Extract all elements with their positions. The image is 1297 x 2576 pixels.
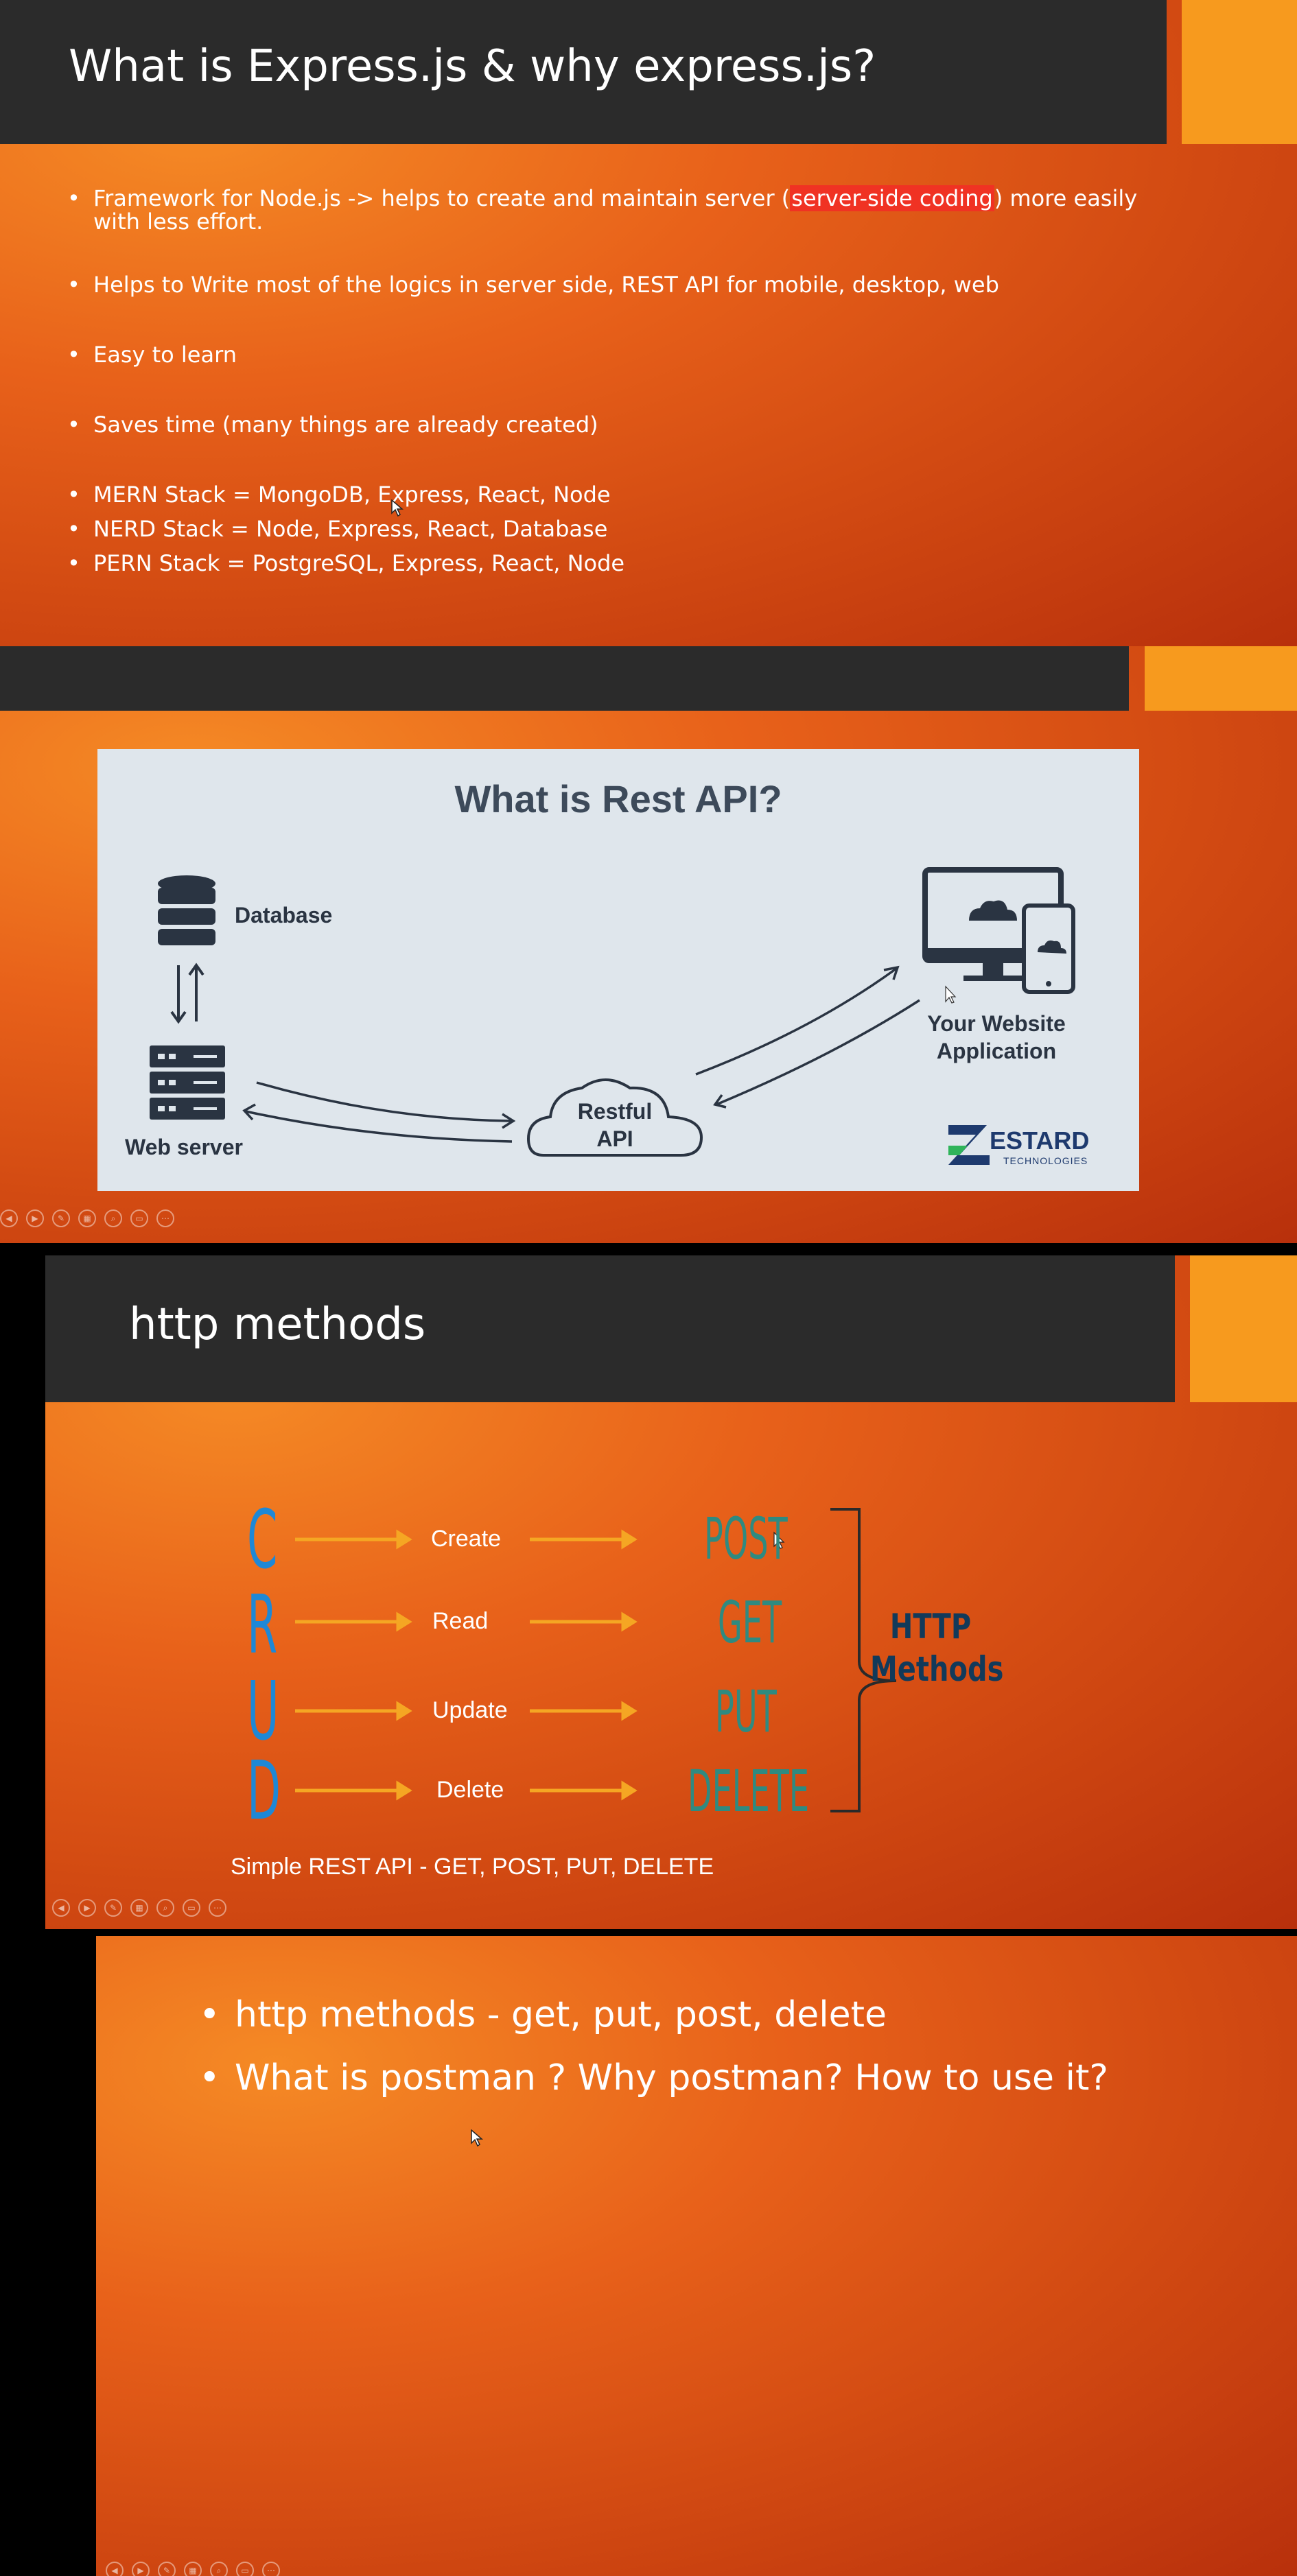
crud-word-update: Update <box>432 1697 508 1723</box>
web-server-icon <box>150 1045 225 1120</box>
bullet-item: MERN Stack = MongoDB, Express, React, No… <box>67 483 1165 506</box>
pen-icon[interactable]: ✎ <box>52 1209 70 1227</box>
restful-api-label: Restful API <box>577 1099 653 1151</box>
http-method-post: POST <box>704 1505 788 1572</box>
slide-header-bar <box>0 646 1129 711</box>
crud-word-read: Read <box>432 1608 489 1634</box>
next-icon[interactable]: ▶ <box>132 2562 150 2576</box>
zoom-icon[interactable]: ⌕ <box>156 1899 174 1917</box>
slide-header-bar <box>0 0 1167 144</box>
restful-cloud-icon <box>526 1078 703 1157</box>
slides-icon[interactable]: ▦ <box>184 2562 202 2576</box>
presentation-toolbar: ◀ ▶ ✎ ▦ ⌕ ▭ ⋯ <box>106 2562 280 2576</box>
slide-header-bar <box>45 1255 1175 1402</box>
bullet-item: Framework for Node.js -> helps to create… <box>67 185 1165 233</box>
bullet-item: Easy to learn <box>67 343 1165 366</box>
subtitles-icon[interactable]: ▭ <box>183 1899 200 1917</box>
more-icon[interactable]: ⋯ <box>262 2562 280 2576</box>
mouse-cursor-icon <box>773 1531 785 1549</box>
zestard-logo-subtext: TECHNOLOGIES <box>1003 1155 1088 1166</box>
bullet-item: Helps to Write most of the logics in ser… <box>67 273 1165 296</box>
bullet-item: PERN Stack = PostgreSQL, Express, React,… <box>67 552 1165 575</box>
db-server-arrows-icon <box>170 962 205 1024</box>
presentation-toolbar: ◀ ▶ ✎ ▦ ⌕ ▭ ⋯ <box>0 1209 174 1227</box>
bullet-item: Saves time (many things are already crea… <box>67 413 1165 436</box>
zoom-icon[interactable]: ⌕ <box>104 1209 122 1227</box>
bullet-item: What is postman ? Why postman? How to us… <box>199 2055 1228 2101</box>
slides-icon[interactable]: ▦ <box>130 1899 148 1917</box>
more-icon[interactable]: ⋯ <box>156 1209 174 1227</box>
server-cloud-arrows-icon <box>242 1081 516 1143</box>
crud-letter-r: R <box>247 1577 278 1672</box>
mouse-cursor-icon <box>391 499 404 517</box>
slide-postman: http methods - get, put, post, delete Wh… <box>96 1936 1297 2576</box>
zestard-logo-icon <box>948 1125 990 1165</box>
rest-api-diagram: What is Rest API? <box>97 749 1139 1191</box>
prev-icon[interactable]: ◀ <box>52 1899 70 1917</box>
more-icon[interactable]: ⋯ <box>209 1899 226 1917</box>
subtitles-icon[interactable]: ▭ <box>236 2562 254 2576</box>
crud-letter-d: D <box>247 1743 281 1838</box>
methods-bracket-icon <box>830 1508 897 1812</box>
diagram-title: What is Rest API? <box>454 777 782 820</box>
slides-icon[interactable]: ▦ <box>78 1209 96 1227</box>
presentation-toolbar: ◀ ▶ ✎ ▦ ⌕ ▭ ⋯ <box>52 1899 226 1917</box>
next-icon[interactable]: ▶ <box>78 1899 96 1917</box>
crud-arrows-graphic <box>295 1508 897 1812</box>
pen-icon[interactable]: ✎ <box>104 1899 122 1917</box>
subtitles-icon[interactable]: ▭ <box>130 1209 148 1227</box>
slide-express: What is Express.js & why express.js? Fra… <box>0 0 1297 646</box>
crud-word-create: Create <box>431 1526 502 1552</box>
slide-title: http methods <box>129 1299 426 1350</box>
bullet-list: Framework for Node.js -> helps to create… <box>67 185 1165 575</box>
slide-title: What is Express.js & why express.js? <box>69 41 876 92</box>
pen-icon[interactable]: ✎ <box>158 2562 176 2576</box>
slide-accent-box <box>1182 0 1297 144</box>
bullet-list: http methods - get, put, post, delete Wh… <box>199 1992 1228 2101</box>
crud-letter-u: U <box>247 1664 279 1758</box>
http-methods-label: HTTP Methods <box>870 1607 1004 1689</box>
next-icon[interactable]: ▶ <box>26 1209 44 1227</box>
database-label: Database <box>235 903 333 927</box>
http-method-get: GET <box>718 1589 782 1656</box>
crud-word-delete: Delete <box>436 1777 504 1803</box>
rest-diagram-graphics <box>150 867 1075 1165</box>
http-method-put: PUT <box>715 1678 777 1745</box>
slide-accent-box <box>1145 646 1297 711</box>
database-icon <box>158 875 215 945</box>
slide-accent-box <box>1190 1255 1297 1402</box>
slide-http-methods: http methods C R U D Create Read Update … <box>45 1255 1297 1929</box>
mobile-phone-icon <box>1022 903 1075 994</box>
bullet-item: http methods - get, put, post, delete <box>199 1992 1228 2037</box>
mouse-cursor-icon <box>945 985 957 1004</box>
crud-letter-c: C <box>247 1492 278 1587</box>
zoom-icon[interactable]: ⌕ <box>210 2562 228 2576</box>
cloud-client-arrows-icon <box>695 965 920 1109</box>
zestard-logo-text: ESTARD <box>990 1126 1090 1155</box>
prev-icon[interactable]: ◀ <box>106 2562 124 2576</box>
slide-caption: Simple REST API - GET, POST, PUT, DELETE <box>231 1854 714 1880</box>
web-server-label: Web server <box>125 1135 243 1159</box>
http-method-delete: DELETE <box>688 1758 810 1825</box>
mouse-cursor-icon <box>471 2129 483 2147</box>
bullet-item: NERD Stack = Node, Express, React, Datab… <box>67 517 1165 541</box>
highlighted-text: server-side coding <box>790 185 994 211</box>
prev-icon[interactable]: ◀ <box>0 1209 18 1227</box>
client-app-label: Your Website Application <box>927 1011 1066 1063</box>
